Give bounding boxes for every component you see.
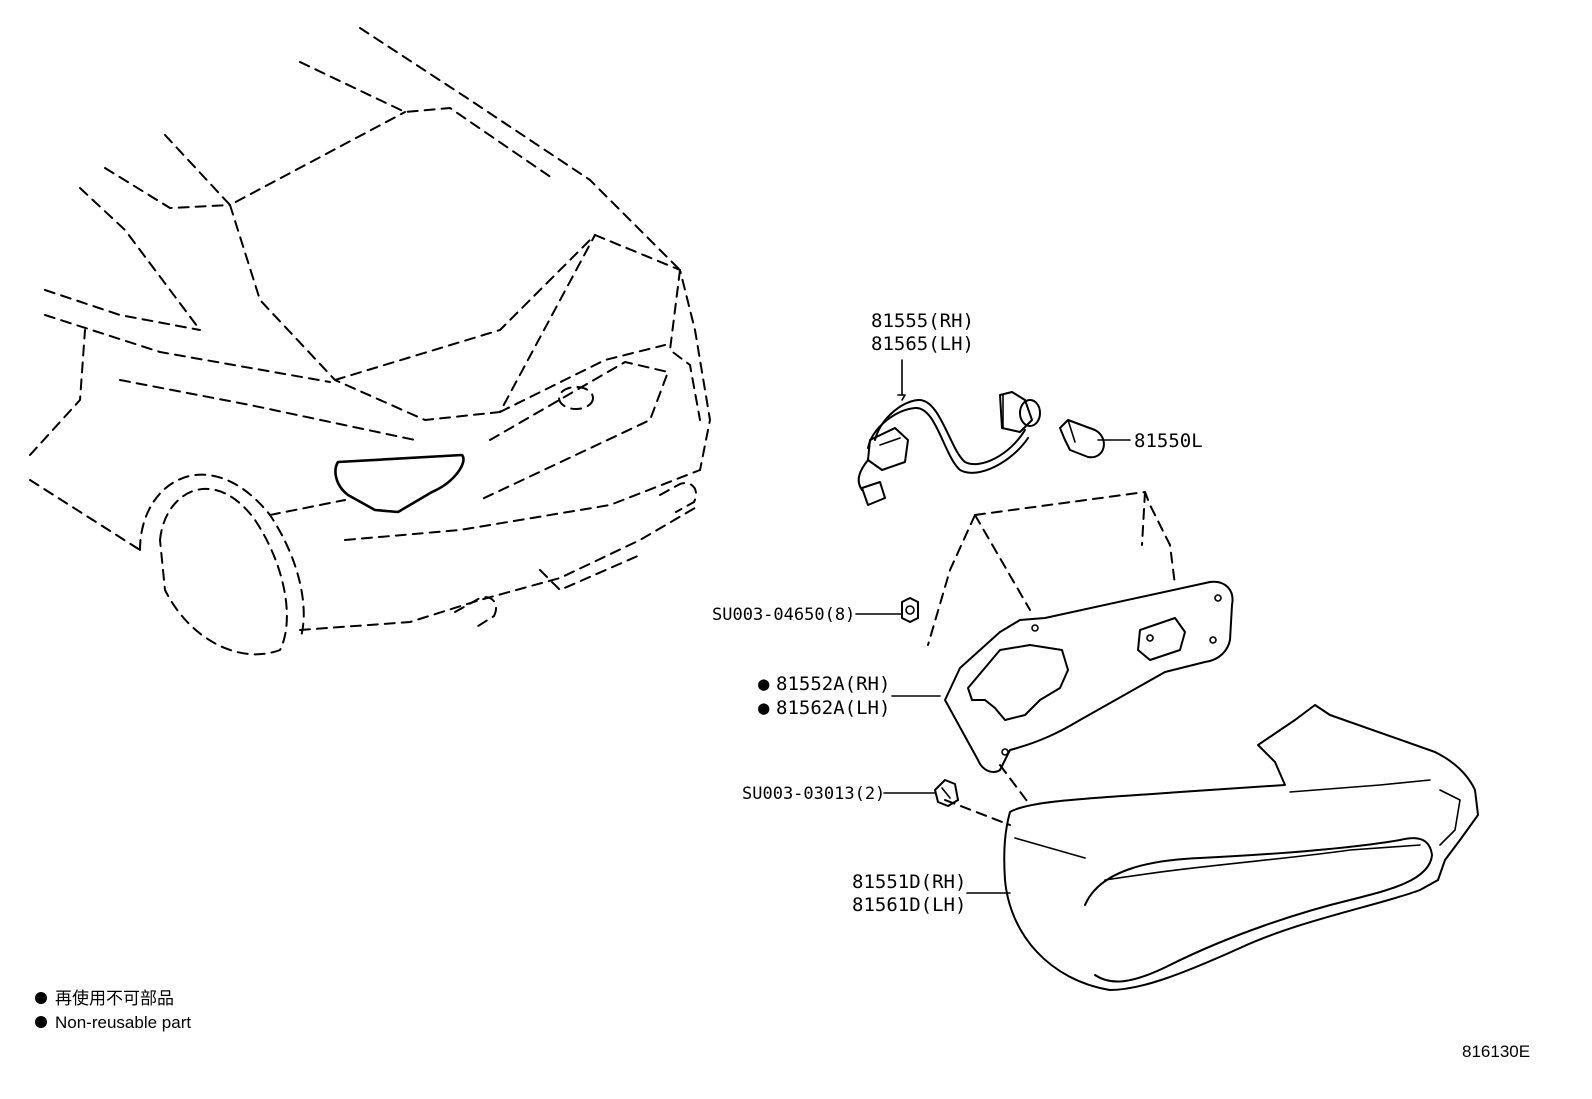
legend-english: Non-reusable part: [55, 1013, 191, 1032]
label-socket-rh: 81555(RH): [871, 310, 974, 332]
bulb: [1059, 419, 1105, 459]
label-clip: SU003-03013(2): [742, 784, 885, 804]
rear-combination-lamp: [1003, 704, 1479, 991]
diagram-code: 816130E: [1462, 1042, 1530, 1061]
label-nut: SU003-04650(8): [712, 605, 855, 625]
label-gasket-lh: 81562A(LH): [776, 697, 890, 719]
tail-lamp-highlight: [334, 453, 465, 514]
label-socket-lh: 81565(LH): [871, 333, 974, 355]
nut: [901, 597, 919, 623]
legend-bullet-jp: [35, 992, 47, 1004]
label-bulb: 81550L: [1134, 430, 1203, 452]
non-reusable-marker-rh: ●: [758, 673, 770, 695]
non-reusable-marker-lh: ●: [758, 697, 770, 719]
legend: 再使用不可部品 Non-reusable part: [35, 988, 191, 1032]
label-gasket-rh: 81552A(RH): [776, 673, 890, 695]
clip: [934, 779, 959, 807]
socket-and-wire-assembly: [857, 391, 1041, 506]
part-labels: 81555(RH) 81565(LH) 81550L SU003-04650(8…: [712, 310, 1203, 916]
legend-japanese: 再使用不可部品: [55, 988, 174, 1008]
assembly-guide-lines: [927, 491, 1176, 826]
legend-bullet-en: [35, 1016, 47, 1028]
leader-lines: [855, 359, 1131, 894]
gasket: [944, 580, 1234, 773]
label-lamp-rh: 81551D(RH): [852, 871, 966, 893]
label-lamp-lh: 81561D(LH): [852, 894, 966, 916]
car-rear-outline: [29, 27, 711, 656]
